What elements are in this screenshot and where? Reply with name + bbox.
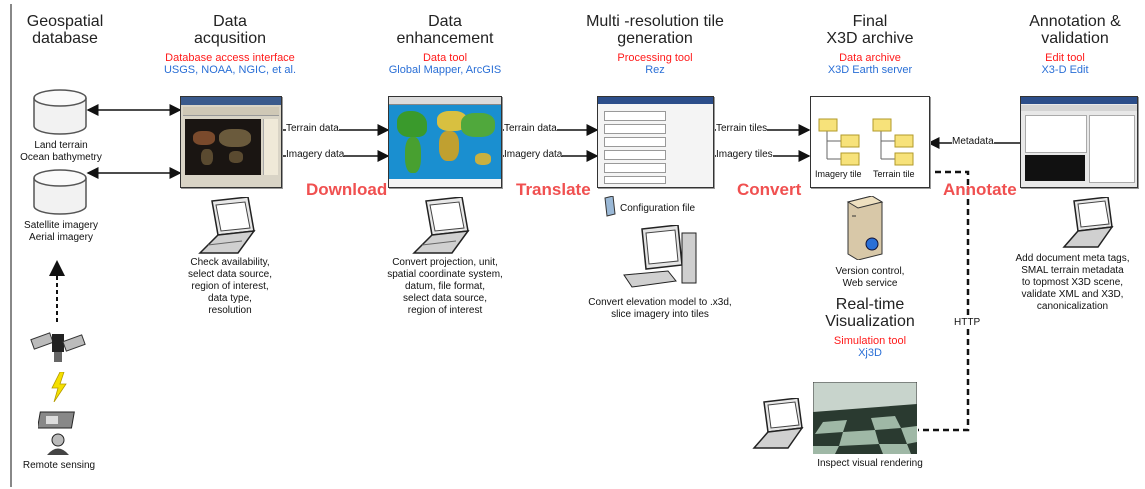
rt-description: Inspect visual rendering <box>817 458 923 469</box>
config-file-label: Configuration file <box>620 203 696 214</box>
imagery-data-label-1: Imagery data <box>286 149 345 160</box>
rt-tool: Simulation tool <box>833 335 907 347</box>
download-action: Download <box>306 180 388 199</box>
enh-sub: Global Mapper, ArcGIS <box>388 64 502 76</box>
acq-tool: Database access interface <box>165 52 295 64</box>
acq-description: Check availability,select data source,re… <box>188 257 272 316</box>
arch-tool: Data archive <box>839 52 901 64</box>
enhancement-screenshot <box>388 96 502 188</box>
convert-action: Convert <box>737 180 802 199</box>
remote-sensing-label: Remote sensing <box>22 460 96 471</box>
visual-rendering-image <box>813 382 917 454</box>
terrain-tile-label: Terrain tile <box>873 169 915 179</box>
desktop-computer-icon <box>623 225 697 288</box>
acquisition-screenshot <box>180 96 282 188</box>
acq-laptop-icon <box>198 197 256 254</box>
enh-tool: Data tool <box>422 52 468 64</box>
satellite-icon <box>30 332 86 362</box>
folder-tree-icon <box>818 118 914 166</box>
server-icon <box>846 196 884 260</box>
translate-action: Translate <box>516 180 591 199</box>
metadata-label: Metadata <box>952 136 994 147</box>
enh-description: Convert projection, unit,spatial coordin… <box>387 257 503 316</box>
annotate-action: Annotate <box>943 180 1017 199</box>
config-file-icon <box>604 196 616 217</box>
ann-description: Add document meta tags,SMAL terrain meta… <box>1015 253 1130 312</box>
ann-sub: X3-D Edit <box>1041 64 1089 76</box>
enh-laptop-icon <box>412 197 470 254</box>
diagram-frame <box>10 4 1145 487</box>
imagery-data-label-2: Imagery data <box>504 149 563 160</box>
tile-tool-screenshot <box>597 96 714 188</box>
acq-sub: USGS, NOAA, NGIC, et al. <box>163 64 297 76</box>
imagery-tile-label: Imagery tile <box>815 169 862 179</box>
imagery-tiles-label: Imagery tiles <box>716 149 773 160</box>
ann-heading: Annotation &validation <box>1029 13 1121 47</box>
ann-tool: Edit tool <box>1045 52 1085 64</box>
terrain-data-label-1: Terrain data <box>286 123 339 134</box>
terrain-db-icon <box>33 89 87 135</box>
rt-laptop-icon <box>752 398 804 449</box>
terrain-tiles-label: Terrain tiles <box>716 123 768 134</box>
lightning-icon <box>51 372 67 402</box>
http-label: HTTP <box>954 317 981 328</box>
aerial-photo-icon <box>38 411 75 429</box>
tile-sub: Rez <box>645 64 665 76</box>
imagery-db-icon <box>33 169 87 215</box>
ann-laptop-icon <box>1062 197 1114 248</box>
terrain-data-label-2: Terrain data <box>504 123 557 134</box>
arch-description: Version control,Web service <box>835 266 905 289</box>
rt-sub: Xj3D <box>858 347 882 359</box>
tile-description: Convert elevation model to .x3d,slice im… <box>588 297 732 320</box>
tile-tool: Processing tool <box>617 52 693 64</box>
annotation-screenshot <box>1020 96 1138 188</box>
arch-sub: X3D Earth server <box>827 64 913 76</box>
archive-tree-panel: Imagery tile Terrain tile <box>810 96 930 188</box>
person-icon <box>47 433 69 455</box>
